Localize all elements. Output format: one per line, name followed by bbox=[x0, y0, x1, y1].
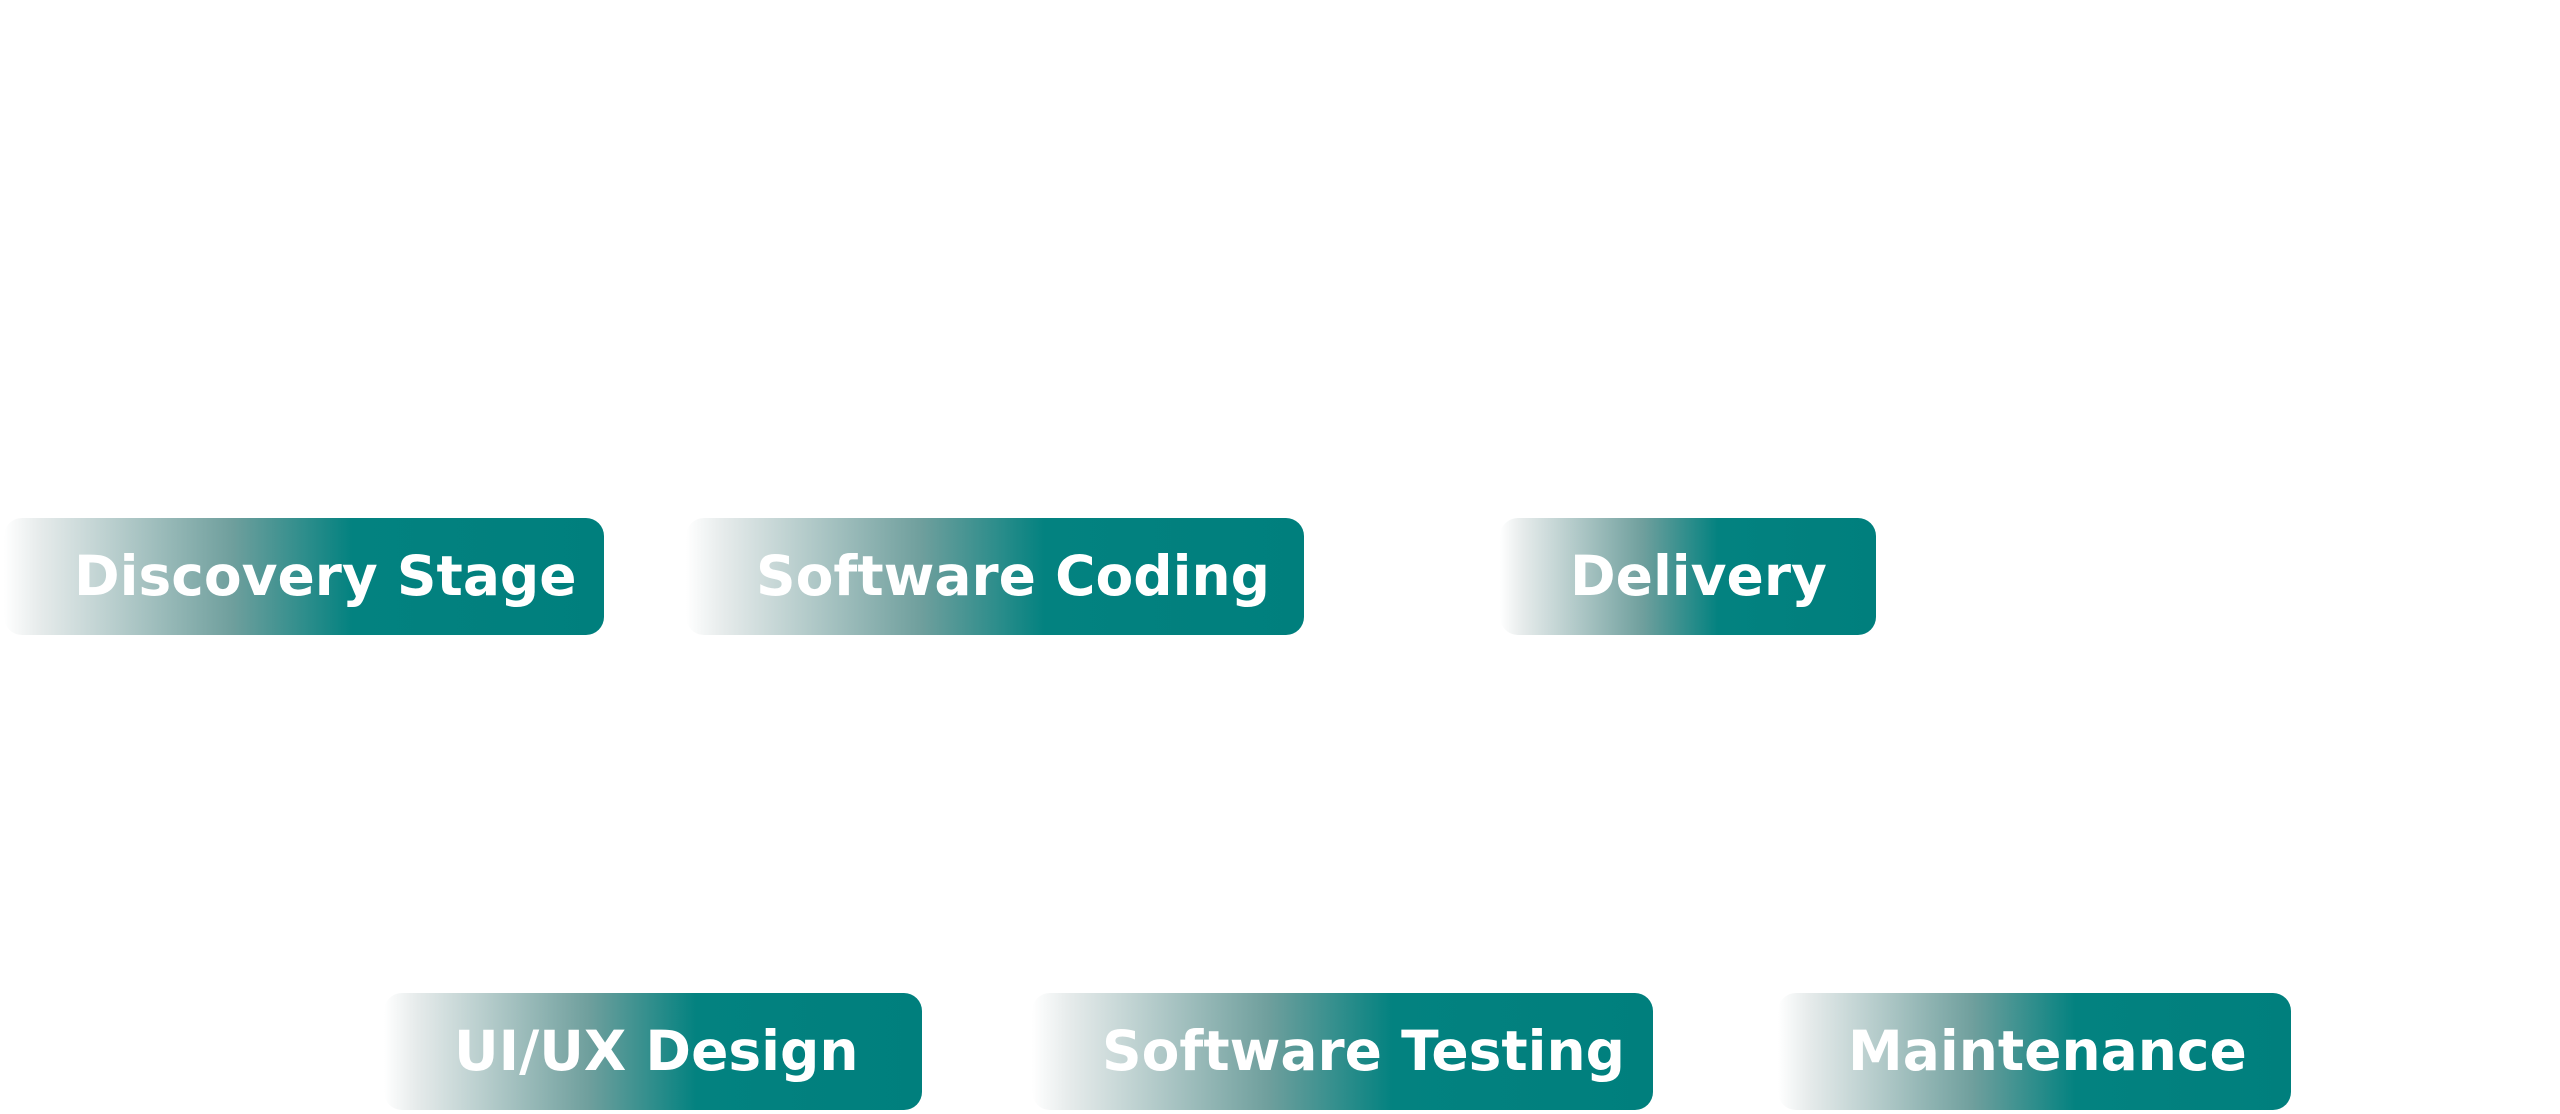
stage-software-coding: Software Coding bbox=[686, 518, 1304, 635]
stage-ui-ux-design: UI/UX Design bbox=[384, 993, 922, 1110]
stage-maintenance: Maintenance bbox=[1778, 993, 2291, 1110]
stage-label: Software Testing bbox=[1102, 1019, 1626, 1083]
stage-label: Discovery Stage bbox=[74, 544, 577, 608]
stage-software-testing: Software Testing bbox=[1032, 993, 1653, 1110]
stage-delivery: Delivery bbox=[1500, 518, 1876, 635]
stage-label: Delivery bbox=[1570, 544, 1827, 608]
stage-label: UI/UX Design bbox=[454, 1019, 859, 1083]
stage-discovery: Discovery Stage bbox=[4, 518, 604, 635]
stage-label: Software Coding bbox=[756, 544, 1271, 608]
stage-label: Maintenance bbox=[1848, 1019, 2247, 1083]
